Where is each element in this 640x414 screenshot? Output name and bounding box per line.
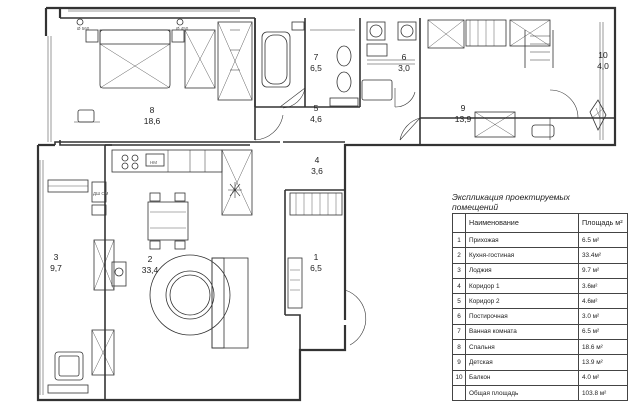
explication-caption: Экспликация проектируемых помещений [452,192,622,214]
kitchen-furniture [91,149,253,216]
room-5-area: 4,6 [310,114,322,124]
row-area: 4.6м² [578,293,628,310]
explication-caption-line1: Экспликация проектируемых [452,192,570,202]
row-name: Постирочная [465,308,579,325]
row-number: 7 [452,323,466,341]
room-6-number: 6 [402,52,407,62]
header-area: Площадь м² [578,213,628,233]
row-name: Ванная комната [465,323,579,341]
living-room-furniture [91,239,249,376]
row-name: Коридор 2 [465,293,579,310]
row-area: 6.5 м² [578,231,628,249]
row-area: 33.4м² [578,247,628,264]
room-6-area: 3,0 [398,63,410,73]
row-area: 3.6м² [578,277,628,295]
room-9-number: 9 [461,103,466,113]
room-4-area: 3,6 [311,166,323,176]
laundry-fixtures [361,21,417,101]
row-area: 4.0 м² [578,369,628,386]
doors [254,87,579,346]
row-area: 3.0 м² [578,308,628,325]
row-number: 6 [452,308,466,325]
radiator-diameter-wardrobe: Ø 450 [176,26,189,31]
row-name: Прихожая [465,231,579,249]
explication-caption-line2: помещений [452,202,499,212]
windows [39,8,604,395]
row-area: 13.9 м² [578,354,628,371]
room-1-area: 6,5 [310,263,322,273]
header-number [452,213,466,233]
room-3-number: 3 [54,252,59,262]
row-number: 10 [452,369,466,386]
row-area: 9.7 м² [578,262,628,279]
room-7-area: 6,5 [310,63,322,73]
header-name: Наименование [465,213,579,233]
loggia-furniture [47,179,89,394]
row-name: Спальня [465,339,579,356]
room-10-number: 10 [598,50,608,60]
room-9-area: 13,9 [455,114,472,124]
room-8-number: 8 [150,105,155,115]
range-hood-label: НМ [150,160,157,165]
dining-table [147,192,189,250]
row-name: Кухня-гостиная [465,247,579,264]
row-number: 3 [452,262,466,279]
row-number: 8 [452,339,466,356]
row-number: 4 [452,277,466,295]
dishwasher-label: ДШ СМ [93,191,109,196]
total-area: 103.8 м² [578,384,628,402]
room-10-area: 4,0 [597,61,609,71]
explication-header-row: Наименование Площадь м² [452,213,628,233]
kids-room-furniture [427,19,607,138]
hallway-furniture [287,192,343,309]
row-number: 1 [452,231,466,249]
row-number: 5 [452,293,466,310]
row-number: 2 [452,247,466,264]
room-1-number: 1 [314,252,319,262]
row-name: Лоджия [465,262,579,279]
row-area: 18.6 м² [578,339,628,356]
row-name: Детская [465,354,579,371]
row-number [452,384,466,402]
room-4-number: 4 [315,155,320,165]
room-5-number: 5 [314,103,319,113]
radiator-diameter-bedroom: Ø 560 [77,26,90,31]
row-name: Балкон [465,369,579,386]
bedroom-furniture [74,18,253,123]
row-area: 6.5 м² [578,323,628,341]
total-name: Общая площадь [465,384,579,402]
bathroom-fixtures [261,21,359,107]
room-labels: 8 18,6 7 6,5 6 3,0 5 4,6 9 13,9 10 4,0 4… [50,50,609,275]
room-7-number: 7 [314,52,319,62]
room-3-area: 9,7 [50,263,62,273]
row-number: 9 [452,354,466,371]
interior-walls [54,17,615,400]
room-2-area: 33,4 [142,265,159,275]
room-2-number: 2 [148,254,153,264]
row-name: Коридор 1 [465,277,579,295]
room-8-area: 18,6 [144,116,161,126]
